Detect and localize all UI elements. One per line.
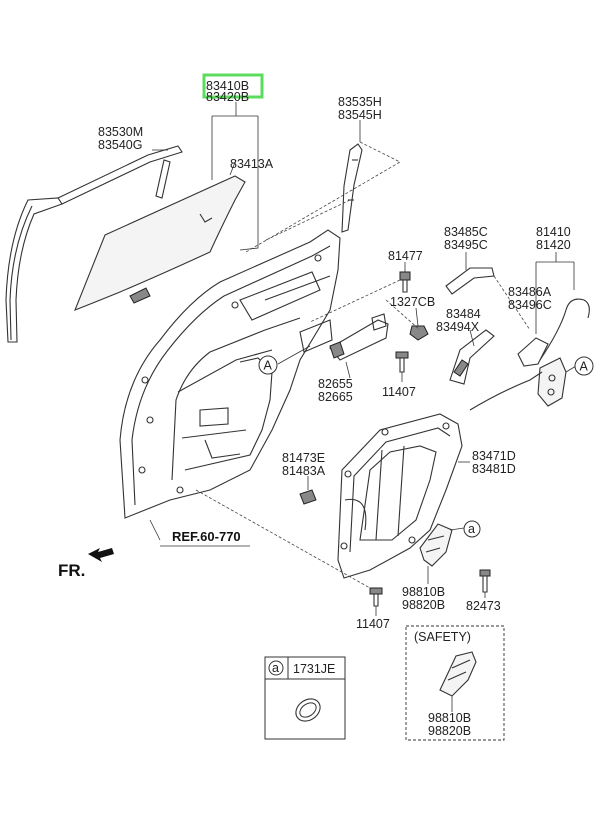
- label-83496c[interactable]: 83496C: [508, 298, 552, 312]
- ref-marker-small-a-text: a: [468, 522, 475, 536]
- label-82473[interactable]: 82473: [466, 599, 501, 613]
- callout-labels: 83410B 83420B 83530M 83540G 83413A 83535…: [98, 79, 571, 631]
- label-83535h[interactable]: 83535H: [338, 95, 382, 109]
- label-83471d[interactable]: 83471D: [472, 449, 516, 463]
- label-82665[interactable]: 82665: [318, 390, 353, 404]
- power-window-motor[interactable]: [419, 523, 453, 567]
- ref-marker-a-left[interactable]: A: [258, 355, 278, 375]
- label-83530m[interactable]: 83530M: [98, 125, 143, 139]
- safety-label: (SAFETY): [414, 630, 471, 644]
- label-1327cb[interactable]: 1327CB: [390, 295, 435, 309]
- legend-marker-a: a: [272, 661, 279, 675]
- label-83494x[interactable]: 83494X: [436, 320, 480, 334]
- rubber-grommet-ring[interactable]: [292, 694, 325, 725]
- ref-marker-a-right-text: A: [580, 360, 589, 374]
- label-83545h[interactable]: 83545H: [338, 108, 382, 122]
- label-83486a[interactable]: 83486A: [508, 285, 552, 299]
- label-83481d[interactable]: 83481D: [472, 462, 516, 476]
- label-81477[interactable]: 81477: [388, 249, 423, 263]
- door-inner-panel[interactable]: [119, 229, 341, 519]
- window-channel[interactable]: [341, 143, 363, 233]
- label-safety-98820b[interactable]: 98820B: [428, 724, 471, 738]
- label-82655[interactable]: 82655: [318, 377, 353, 391]
- inside-handle[interactable]: [329, 313, 389, 361]
- safety-power-window-motor[interactable]: [439, 651, 477, 697]
- label-safety-98810b[interactable]: 98810B: [428, 711, 471, 725]
- window-regulator-module[interactable]: [337, 413, 463, 579]
- front-direction-label: FR.: [58, 561, 85, 580]
- label-81420[interactable]: 81420: [536, 238, 571, 252]
- bolt[interactable]: [399, 271, 411, 293]
- label-81473e[interactable]: 81473E: [282, 451, 325, 465]
- selected-callout-highlight: [202, 73, 264, 99]
- latch-cable[interactable]: [469, 298, 590, 411]
- glass-run-seal[interactable]: [5, 145, 183, 343]
- label-11407-bottom[interactable]: 11407: [356, 617, 390, 631]
- label-83540g[interactable]: 83540G: [98, 138, 142, 152]
- leader-lines: [149, 102, 577, 712]
- label-81483a[interactable]: 81483A: [282, 464, 326, 478]
- label-83485c[interactable]: 83485C: [444, 225, 488, 239]
- label-83410b[interactable]: 83410B: [206, 79, 249, 93]
- label-83413a[interactable]: 83413A: [230, 157, 274, 171]
- rod-bracket[interactable]: [449, 329, 495, 385]
- grommet[interactable]: [409, 325, 429, 341]
- screw[interactable]: [395, 351, 409, 373]
- door-glass[interactable]: [74, 175, 246, 311]
- door-latch[interactable]: [537, 357, 567, 407]
- label-11407-mid[interactable]: 11407: [382, 385, 416, 399]
- legend-box: a 1731JE: [264, 656, 346, 740]
- cable-bracket[interactable]: [517, 337, 549, 367]
- label-98810b[interactable]: 98810B: [402, 585, 445, 599]
- screw-right[interactable]: [479, 569, 491, 593]
- label-98820b[interactable]: 98820B: [402, 598, 445, 612]
- clip[interactable]: [299, 489, 317, 505]
- legend-code[interactable]: 1731JE: [293, 662, 335, 676]
- lock-rod[interactable]: [445, 267, 495, 295]
- label-83484[interactable]: 83484: [446, 307, 481, 321]
- safety-option-box: (SAFETY) 98810B 98820B: [405, 625, 505, 741]
- screw-bottom[interactable]: [369, 587, 383, 607]
- front-direction-arrow: [88, 548, 114, 562]
- ref-marker-a-left-text: A: [264, 359, 273, 373]
- label-83420b[interactable]: 83420B: [206, 90, 249, 104]
- ref-marker-small-a[interactable]: a: [463, 520, 481, 538]
- label-81410[interactable]: 81410: [536, 225, 571, 239]
- reference-link[interactable]: REF.60-770: [172, 529, 241, 544]
- label-83495c[interactable]: 83495C: [444, 238, 488, 252]
- ref-marker-a-right[interactable]: A: [574, 356, 594, 376]
